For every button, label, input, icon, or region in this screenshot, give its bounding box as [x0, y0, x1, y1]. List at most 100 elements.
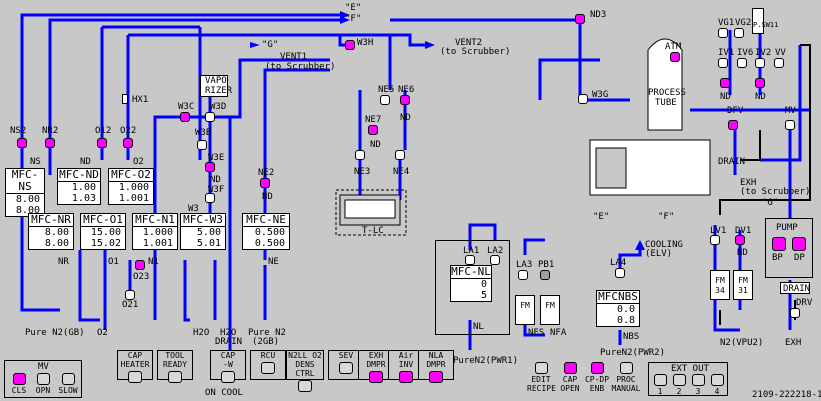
- mfc-setpoint: 8.00: [44, 227, 69, 238]
- switch-label: OPN: [35, 386, 51, 395]
- valve-iv1-nd[interactable]: [720, 78, 730, 88]
- o22-label: O22: [120, 126, 137, 136]
- ctl-label-1: CAP: [220, 351, 236, 360]
- valve-vg2[interactable]: [734, 28, 744, 38]
- valve-w3b[interactable]: [197, 140, 207, 150]
- rcu-control[interactable]: RCU: [250, 350, 286, 380]
- valve-w3f[interactable]: [205, 193, 215, 203]
- mfc-actual: 5.01: [196, 238, 221, 249]
- mfc-nl[interactable]: MFC-NL 0 5: [450, 265, 492, 302]
- mfc-nr[interactable]: MFC-NR 8.00 8.00: [28, 213, 74, 250]
- valve-o21[interactable]: [125, 290, 135, 300]
- mfc-ns[interactable]: MFC-NS 8.00 8.00: [5, 168, 45, 217]
- valve-drv[interactable]: [790, 308, 800, 318]
- nfs-label: NFS: [528, 328, 545, 338]
- mv-tube-label: MV: [785, 106, 796, 116]
- valve-dv1[interactable]: [735, 235, 745, 245]
- mfc-actual: 0.8: [616, 315, 635, 326]
- valve-w3h[interactable]: [345, 40, 355, 50]
- mfc-nd[interactable]: MFC-ND 1.00 1.03: [57, 168, 101, 205]
- mfc-setpoint: 15.00: [90, 227, 121, 238]
- valve-la1[interactable]: [465, 255, 475, 265]
- lv1-label: LV1: [710, 226, 727, 236]
- valve-ne4[interactable]: [395, 150, 405, 160]
- valve-w3c[interactable]: [180, 112, 190, 122]
- mfc-title: MFC-NE: [243, 214, 289, 227]
- ext-out-4-switch[interactable]: 4: [709, 374, 725, 396]
- valve-la4[interactable]: [615, 268, 625, 278]
- pure-n2-pwr2-label: PureN2(PWR2): [600, 348, 666, 358]
- valve-nr2[interactable]: [45, 138, 55, 148]
- cap-w-control[interactable]: CAP-W: [210, 350, 246, 383]
- nd-ne7-label: ND: [370, 140, 381, 150]
- valve-nd3[interactable]: [575, 14, 585, 24]
- valve-iv6[interactable]: [737, 58, 747, 68]
- valve-ne7[interactable]: [368, 125, 378, 135]
- valve-la2[interactable]: [490, 255, 500, 265]
- switch-label: 4: [714, 387, 720, 396]
- valve-vg1[interactable]: [718, 28, 728, 38]
- valve-ne5[interactable]: [380, 95, 390, 105]
- switch-indicator: [563, 362, 577, 374]
- valve-w3g[interactable]: [578, 94, 588, 104]
- valve-ne3[interactable]: [355, 150, 365, 160]
- la4-label: LA4: [610, 258, 627, 268]
- mfc-o2[interactable]: MFC-O2 1.000 1.001: [108, 168, 154, 205]
- valve-mv-tube[interactable]: [785, 120, 795, 130]
- w3-label: W3: [188, 204, 199, 214]
- mfc-nbs[interactable]: MFCNBS 0.0 0.8: [596, 290, 640, 327]
- mv-opn-switch[interactable]: OPN: [32, 373, 54, 395]
- ctl-label-2: DMPR: [366, 360, 386, 369]
- mv-slow-switch[interactable]: SLOW: [56, 373, 80, 395]
- valve-o12[interactable]: [97, 138, 107, 148]
- valve-ne2[interactable]: [260, 178, 270, 188]
- nd-iv1-label: ND: [720, 92, 731, 102]
- mfc-ne[interactable]: MFC-NE 0.500 0.500: [242, 213, 290, 250]
- ext-out-title: EXT OUT: [671, 364, 709, 374]
- mv-cls-switch[interactable]: CLS: [8, 373, 30, 395]
- mfc-n1[interactable]: MFC-N1 1.000 1.001: [132, 213, 178, 250]
- valve-w3d[interactable]: [205, 112, 215, 122]
- hx1-label: HX1: [132, 95, 149, 105]
- valve-lv1[interactable]: [710, 235, 720, 245]
- valve-la3[interactable]: [518, 270, 528, 280]
- valve-ne6[interactable]: [400, 95, 410, 105]
- switch-label: 2: [676, 387, 682, 396]
- exh-sub-label: (to Scrubber): [740, 187, 811, 197]
- ctl-label-2: -W: [223, 360, 233, 369]
- vent2-sub-label: (to Scrubber): [440, 47, 511, 57]
- valve-vv[interactable]: [774, 58, 784, 68]
- valve-ns2[interactable]: [17, 138, 27, 148]
- mfc-setpoint: 0.500: [254, 227, 285, 238]
- ctl-indicator: [261, 362, 275, 374]
- switch-label-1: EDIT: [531, 375, 551, 384]
- drain-label: DRAIN: [718, 157, 746, 167]
- nd-w3-label: ND: [210, 175, 221, 185]
- mfc-o1[interactable]: MFC-O1 15.00 15.02: [80, 213, 126, 250]
- valve-pb1[interactable]: [540, 270, 550, 280]
- la3-label: LA3: [516, 260, 533, 270]
- ext-out-3-switch[interactable]: 3: [690, 374, 706, 396]
- pump-bp-button[interactable]: [772, 237, 786, 251]
- valve-dfv[interactable]: [728, 120, 738, 130]
- valve-atm[interactable]: [670, 52, 680, 62]
- pump-dp-button[interactable]: [792, 237, 806, 251]
- mfc-w3[interactable]: MFC-W3 5.00 5.01: [180, 213, 226, 250]
- valve-iv1[interactable]: [718, 58, 728, 68]
- valve-iv2-nd[interactable]: [755, 78, 765, 88]
- valve-w3e[interactable]: [205, 162, 215, 172]
- nd-iv2-label: ND: [755, 92, 766, 102]
- valve-iv2[interactable]: [755, 58, 765, 68]
- valve-o22[interactable]: [123, 138, 133, 148]
- ext-out-2-switch[interactable]: 2: [671, 374, 687, 396]
- ext-out-1-switch[interactable]: 1: [652, 374, 668, 396]
- valve-o23[interactable]: [135, 260, 145, 270]
